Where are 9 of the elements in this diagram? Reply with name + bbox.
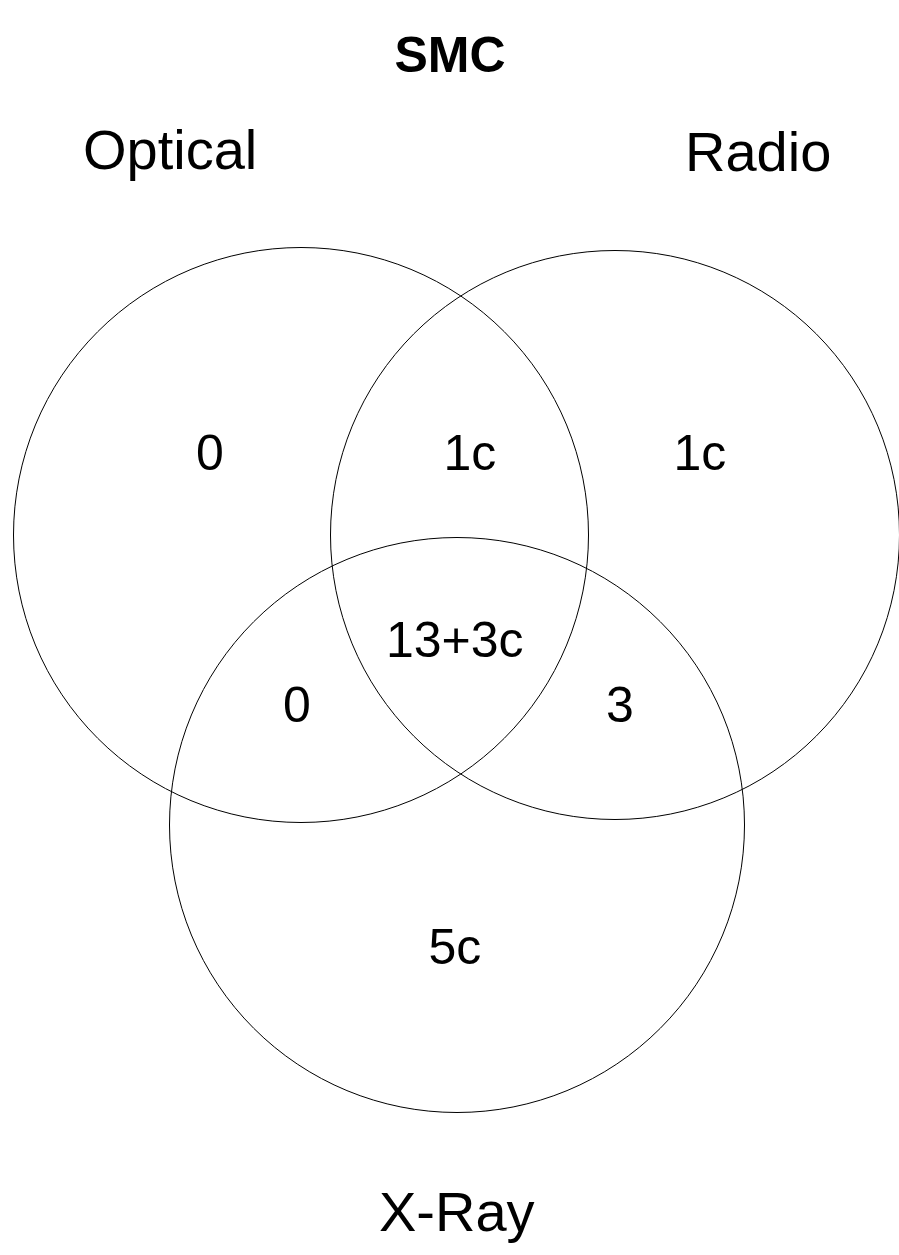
region-count: 13+3c — [386, 615, 524, 665]
diagram-title: SMC — [394, 30, 506, 80]
region-count: 0 — [196, 428, 224, 478]
region-count: 3 — [606, 680, 634, 730]
region-count: 1c — [673, 428, 727, 478]
set-label: Radio — [685, 124, 832, 180]
region-count: 1c — [443, 428, 497, 478]
region-count: 0 — [283, 680, 311, 730]
region-count: 5c — [428, 922, 482, 972]
